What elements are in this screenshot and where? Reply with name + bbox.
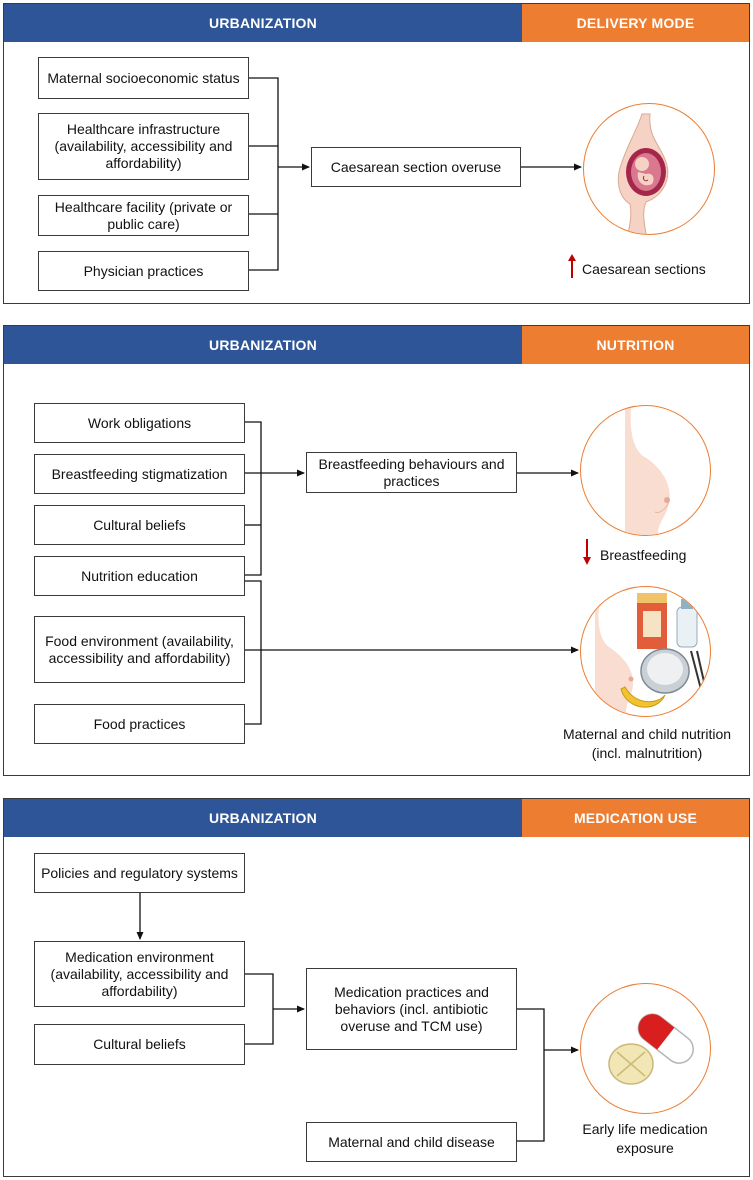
factor-socioeconomic-status: Maternal socioeconomic status — [38, 57, 249, 99]
urbanization-header: URBANIZATION — [4, 326, 522, 364]
breastfeeding-down-arrow — [583, 539, 591, 565]
medication-use-header: MEDICATION USE — [522, 799, 749, 837]
factor-cultural-beliefs: Cultural beliefs — [34, 505, 245, 545]
food-and-breast-icon — [595, 593, 708, 716]
maternal-child-disease-box: Maternal and child disease — [306, 1122, 517, 1162]
pregnancy-illustration-circle — [583, 103, 715, 235]
early-life-medication-outcome: Early life medication exposure — [582, 1121, 708, 1156]
breastfeeding-outcome: Breastfeeding — [600, 547, 687, 563]
breast-illustration-circle — [580, 405, 711, 536]
factor-physician-practices: Physician practices — [38, 251, 249, 291]
medication-environment-box: Medication environment (availability, ac… — [34, 941, 245, 1007]
caesarean-up-arrow — [568, 254, 576, 278]
pregnant-womb-icon — [617, 113, 669, 234]
caesarean-overuse-box: Caesarean section overuse — [311, 147, 521, 187]
factor-healthcare-infrastructure: Healthcare infrastructure (availability,… — [38, 113, 249, 180]
factor-healthcare-facility: Healthcare facility (private or public c… — [38, 195, 249, 236]
medication-practices-box: Medication practices and behaviors (incl… — [306, 968, 517, 1050]
factor-food-practices: Food practices — [34, 704, 245, 744]
breast-icon — [625, 406, 670, 535]
factor-food-environment: Food environment (availability, accessib… — [34, 616, 245, 683]
policies-regulatory-box: Policies and regulatory systems — [34, 853, 245, 893]
factor-breastfeeding-stigmatization: Breastfeeding stigmatization — [34, 454, 245, 494]
cultural-beliefs-box: Cultural beliefs — [34, 1024, 245, 1065]
nutrition-illustration-circle — [580, 586, 711, 717]
caesarean-sections-outcome: Caesarean sections — [582, 261, 706, 277]
pill-capsule-icon — [608, 1013, 694, 1085]
factor-work-obligations: Work obligations — [34, 403, 245, 443]
delivery-mode-header: DELIVERY MODE — [522, 4, 749, 42]
factor-nutrition-education: Nutrition education — [34, 556, 245, 596]
nutrition-header: NUTRITION — [522, 326, 749, 364]
breastfeeding-behaviours-box: Breastfeeding behaviours and practices — [306, 452, 517, 493]
urbanization-header: URBANIZATION — [4, 4, 522, 42]
urbanization-header: URBANIZATION — [4, 799, 522, 837]
medication-illustration-circle — [580, 983, 711, 1114]
maternal-child-nutrition-outcome: Maternal and child nutrition (incl. maln… — [562, 726, 732, 761]
